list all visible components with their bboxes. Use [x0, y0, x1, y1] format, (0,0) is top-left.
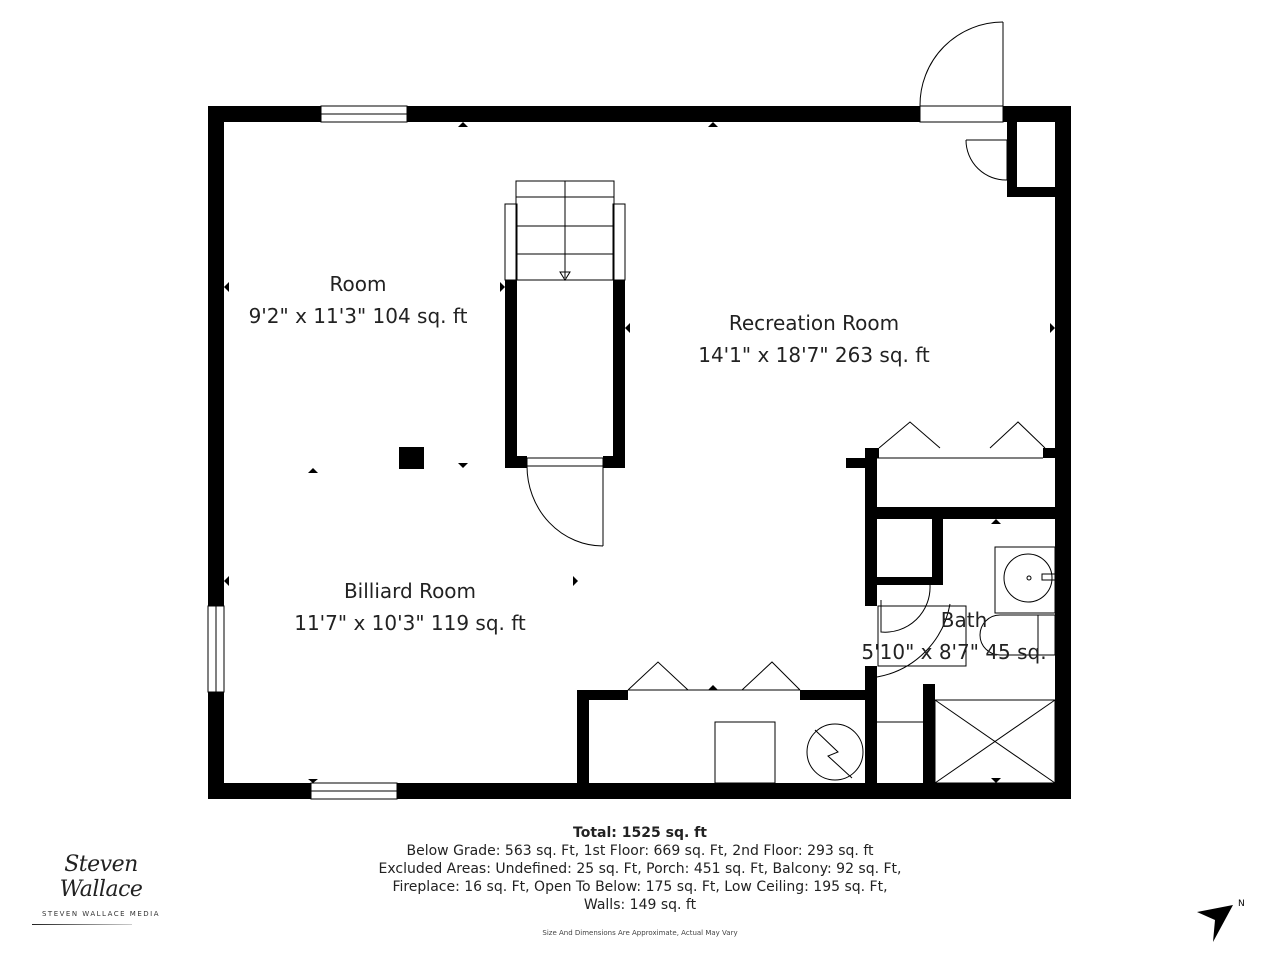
dimension-markers — [224, 122, 1055, 783]
room-label-recreation: Recreation Room 14'1" x 18'7" 263 sq. ft — [698, 307, 930, 371]
room-dims: 5'10" x 8'7" 45 sq. — [861, 640, 1047, 664]
logo-underline — [32, 924, 132, 925]
room-label-billiard: Billiard Room 11'7" x 10'3" 119 sq. ft — [294, 575, 526, 639]
logo: Steven Wallace STEVEN WALLACE MEDIA — [26, 852, 176, 925]
room-label-bath: Bath 5'10" x 8'7" 45 sq. — [861, 604, 1046, 668]
room-dims: 14'1" x 18'7" 263 sq. ft — [698, 343, 930, 367]
fixtures — [207, 21, 1056, 800]
room-name: Bath — [940, 608, 988, 632]
compass-label: N — [1238, 899, 1245, 909]
area-summary: Total: 1525 sq. ft Below Grade: 563 sq. … — [379, 824, 902, 914]
room-name: Billiard Room — [343, 579, 477, 603]
logo-script: Steven Wallace — [59, 852, 143, 902]
disclaimer: Size And Dimensions Are Approximate, Act… — [542, 929, 738, 937]
summary-line: Excluded Areas: Undefined: 25 sq. Ft, Po… — [378, 861, 902, 877]
room-name: Recreation Room — [728, 311, 900, 335]
summary-line: Walls: 149 sq. ft — [583, 897, 697, 913]
summary-line: Fireplace: 16 sq. Ft, Open To Below: 175… — [392, 879, 888, 895]
walls — [208, 106, 1071, 799]
north-arrow-icon: N — [1197, 899, 1245, 942]
room-name: Room — [329, 272, 387, 296]
summary-line: Below Grade: 563 sq. Ft, 1st Floor: 669 … — [406, 843, 874, 859]
room-dims: 11'7" x 10'3" 119 sq. ft — [294, 611, 526, 635]
total-area: Total: 1525 sq. ft — [573, 825, 707, 841]
logo-subtitle: STEVEN WALLACE MEDIA — [41, 910, 160, 918]
room-label-room: Room 9'2" x 11'3" 104 sq. ft — [249, 268, 468, 332]
room-dims: 9'2" x 11'3" 104 sq. ft — [248, 304, 468, 328]
